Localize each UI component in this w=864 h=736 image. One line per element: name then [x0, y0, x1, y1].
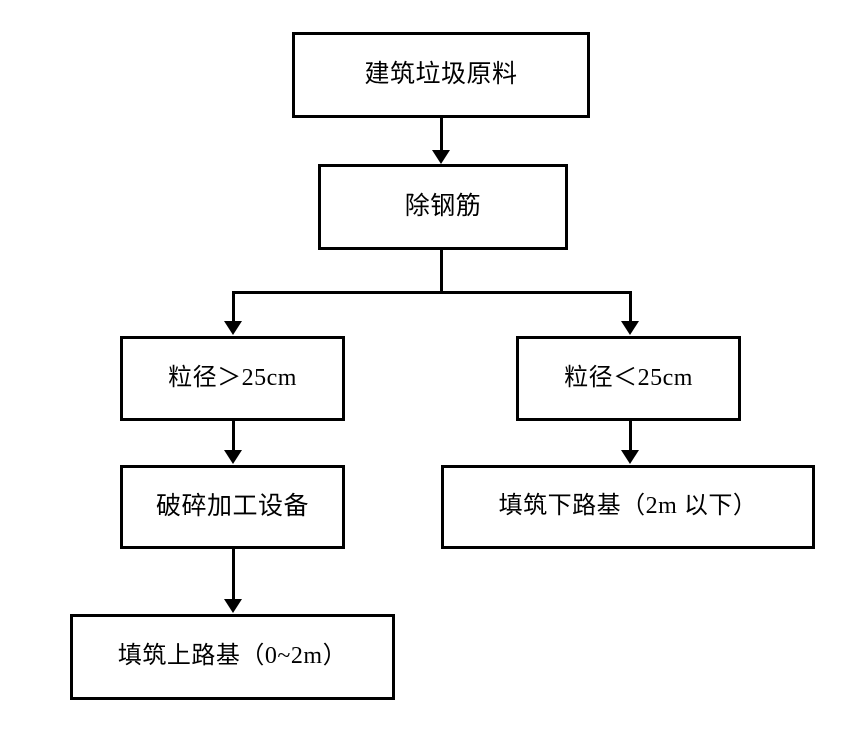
edge-crushing-to-upper-line: [232, 549, 235, 601]
node-remove-rebar[interactable]: 除钢筋: [318, 164, 568, 250]
node-upper-subgrade-label: 填筑上路基（0~2m）: [117, 643, 348, 670]
node-size-less-25-label: 粒径＜25cm: [564, 364, 693, 391]
edge-raw-to-rebar-line: [440, 118, 443, 152]
node-crushing-equipment[interactable]: 破碎加工设备: [120, 465, 345, 549]
node-lower-subgrade-label: 填筑下路基（2m 以下）: [498, 493, 758, 520]
node-lower-subgrade[interactable]: 填筑下路基（2m 以下）: [441, 465, 815, 549]
edge-rebar-to-split-line: [440, 250, 443, 294]
edge-split-to-greater-arrowhead: [224, 321, 242, 335]
edge-less-to-lower-line: [629, 421, 632, 452]
edge-crushing-to-upper-arrowhead: [224, 599, 242, 613]
edge-raw-to-rebar-arrowhead: [432, 150, 450, 164]
edge-split-to-less-line: [629, 291, 632, 323]
edge-split-to-greater-line: [232, 291, 235, 323]
edge-less-to-lower-arrowhead: [621, 450, 639, 464]
edge-greater-to-crushing-line: [232, 421, 235, 452]
node-raw-material-label: 建筑垃圾原料: [364, 60, 518, 88]
node-remove-rebar-label: 除钢筋: [404, 192, 482, 220]
edge-greater-to-crushing-arrowhead: [224, 450, 242, 464]
node-size-less-25[interactable]: 粒径＜25cm: [516, 336, 741, 421]
edge-split-to-less-arrowhead: [621, 321, 639, 335]
node-upper-subgrade[interactable]: 填筑上路基（0~2m）: [70, 614, 395, 700]
node-size-greater-25-label: 粒径＞25cm: [168, 364, 297, 391]
node-crushing-equipment-label: 破碎加工设备: [155, 492, 309, 520]
node-raw-material[interactable]: 建筑垃圾原料: [292, 32, 590, 118]
edge-split-bar: [233, 291, 632, 294]
node-size-greater-25[interactable]: 粒径＞25cm: [120, 336, 345, 421]
